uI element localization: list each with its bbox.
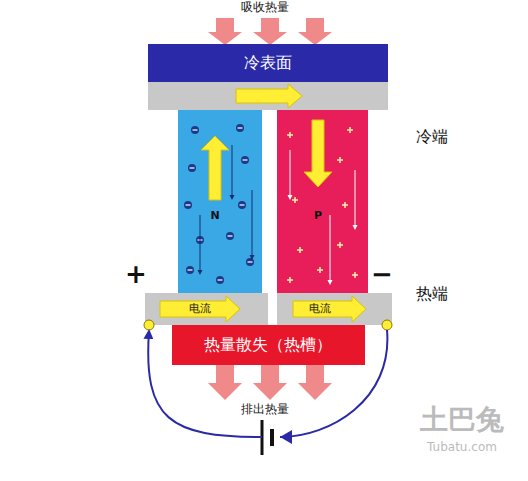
drift-line <box>232 145 233 196</box>
drift-line <box>355 170 356 226</box>
absorb-arrows <box>208 18 332 45</box>
drift-line <box>290 150 291 196</box>
node-label: 热量散失（热槽） <box>204 336 332 354</box>
hot-bar-right <box>277 293 392 325</box>
cold-surface-plate <box>148 44 388 82</box>
current-arrow <box>236 84 302 108</box>
drift-head <box>328 280 333 285</box>
n-block <box>178 110 262 293</box>
cold-surface: 冷表面 <box>148 44 388 82</box>
hole <box>292 197 298 203</box>
current-arrow-right <box>293 296 366 322</box>
node-label: 电流 <box>309 303 331 315</box>
electron-sign <box>193 129 198 130</box>
node-label: 电流 <box>189 303 211 315</box>
watermark-url: Tubatu.com <box>427 441 497 454</box>
electron <box>186 266 194 274</box>
heat-flow-arrow-down <box>304 120 332 187</box>
release-arrows <box>208 365 332 400</box>
hole <box>337 157 343 163</box>
electron <box>184 201 192 209</box>
cold-conductor-bar <box>148 82 388 110</box>
p-type-block: P <box>277 110 368 293</box>
electron-sign <box>188 269 193 270</box>
drift-head <box>288 195 293 200</box>
hole <box>297 247 303 253</box>
electron-sign <box>248 261 253 262</box>
circuit-wire <box>148 330 387 437</box>
p-block <box>277 110 368 293</box>
electron-sign <box>186 204 191 205</box>
hot-bar-left <box>145 293 268 325</box>
electron <box>238 201 246 209</box>
node-label: 冷表面 <box>244 54 292 72</box>
electron <box>246 258 254 266</box>
electron <box>191 126 199 134</box>
electron-sign <box>218 279 223 280</box>
negative-terminal: − <box>371 260 393 289</box>
drift-line <box>330 215 331 281</box>
drift-head <box>198 270 203 275</box>
electron <box>236 124 244 132</box>
node-label: N <box>210 210 219 222</box>
hole <box>352 272 358 278</box>
drift-head <box>230 195 235 200</box>
hole <box>287 277 293 283</box>
battery-symbol <box>262 420 272 455</box>
terminal-right <box>382 320 392 330</box>
heat-absorbed-label: 吸收热量 <box>241 1 289 14</box>
positive-terminal: + <box>125 260 147 289</box>
hot-electrode-right: 电流 <box>277 293 392 325</box>
hot-end-label: 热端 <box>416 285 448 303</box>
electron <box>226 232 234 240</box>
charge-carriers <box>184 124 358 285</box>
node-label: P <box>314 210 322 222</box>
drift-line <box>200 215 201 271</box>
electron <box>216 276 224 284</box>
electron-sign <box>228 235 233 236</box>
hole <box>287 132 293 138</box>
heat-flow-arrow-up <box>201 136 229 200</box>
terminal-left <box>144 320 154 330</box>
heat-released-label: 排出热量 <box>241 403 289 416</box>
drift-head <box>353 225 358 230</box>
watermark: 土巴兔 <box>420 405 504 436</box>
hot-electrode-left: 电流 <box>145 293 268 325</box>
current-arrow-left <box>160 296 240 322</box>
hole <box>317 267 323 273</box>
electron-sign <box>240 204 245 205</box>
electron-sign <box>243 159 248 160</box>
cold-end-label: 冷端 <box>416 128 448 146</box>
electron-sign <box>238 127 243 128</box>
drift-line <box>252 190 253 256</box>
drift-head <box>250 255 255 260</box>
hole <box>342 202 348 208</box>
electron <box>241 156 249 164</box>
electron <box>188 164 196 172</box>
electron-sign <box>190 167 195 168</box>
heat-sink: 热量散失（热槽） <box>172 325 365 365</box>
heat-sink <box>172 325 365 365</box>
hole <box>337 242 343 248</box>
hole <box>347 127 353 133</box>
n-type-block: N <box>178 110 262 293</box>
